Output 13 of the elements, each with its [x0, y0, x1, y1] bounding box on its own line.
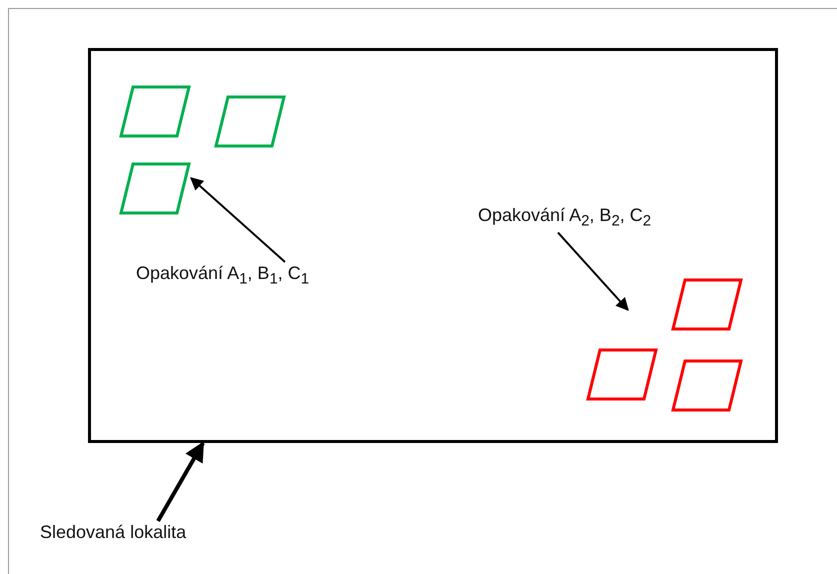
plot-parallelogram: [671, 359, 743, 412]
plot-parallelogram: [119, 162, 191, 215]
arrow: [190, 177, 286, 263]
plot-parallelogram: [586, 348, 658, 401]
site-area-outline: [88, 48, 778, 443]
arrow: [557, 232, 629, 311]
annotation-text: Opakování A$_{2}$, B$_{2}$, C$_{2}$: [478, 204, 652, 233]
annotation-text: Opakování A$_{1}$, B$_{1}$, C$_{1}$: [136, 262, 310, 291]
plot-parallelogram: [671, 278, 743, 331]
plot-parallelogram: [119, 85, 191, 138]
annotation-text: Sledovaná lokalita: [40, 521, 186, 543]
plot-parallelogram: [214, 95, 286, 148]
arrow: [156, 441, 205, 522]
